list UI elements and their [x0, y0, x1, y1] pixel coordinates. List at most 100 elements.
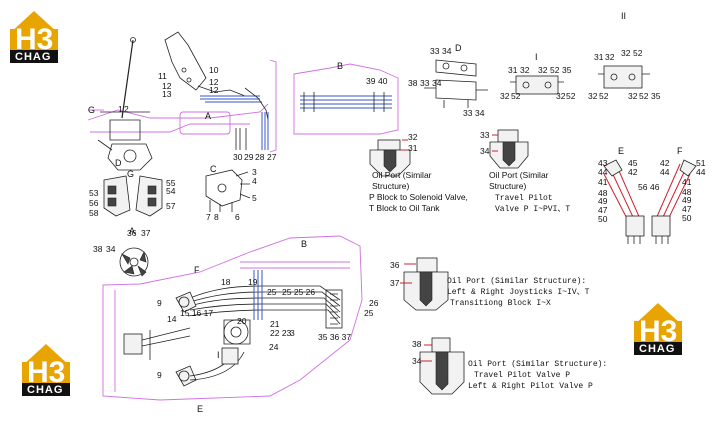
label-7: 7 — [206, 212, 211, 222]
label-5: 5 — [252, 193, 257, 203]
label-9: 9 — [157, 298, 162, 308]
brand-logo-bottom: H3 CHAG — [22, 344, 70, 396]
view-label-B: B — [337, 61, 343, 71]
oil-port-section-4 — [419, 337, 465, 395]
label-52: 52 — [566, 91, 576, 101]
view-label-II: II — [621, 11, 626, 21]
label-43: 43 — [598, 158, 608, 168]
label-20: 20 — [237, 316, 247, 326]
label-44: 44 — [660, 167, 670, 177]
label-32: 32 — [500, 91, 510, 101]
view-a-rotor — [119, 247, 149, 277]
label-56: 56 — [638, 182, 648, 192]
label-38: 38 — [408, 78, 418, 88]
label-34: 34 — [475, 108, 485, 118]
view-label-F: F — [194, 265, 200, 275]
label-38: 38 — [93, 244, 103, 254]
view-label-D: D — [115, 158, 122, 168]
view-e-f-joysticks — [603, 159, 697, 244]
label-13: 13 — [162, 89, 172, 99]
label-35-36-37: 35 36 37 — [318, 332, 351, 342]
label-28: 28 — [255, 152, 265, 162]
note-oil-port-travel-valve: Oil Port (Similar Structure): Travel Pil… — [468, 360, 607, 391]
note3-line1: Oil Port (Similar Structure): — [447, 277, 586, 286]
label-48: 48 — [682, 187, 692, 197]
view-label-F: F — [677, 146, 683, 156]
label-34: 34 — [412, 356, 422, 366]
label-46: 46 — [650, 182, 660, 192]
label-32: 32 — [605, 52, 615, 62]
oil-port-section-2 — [489, 129, 529, 169]
label-32: 32 — [538, 65, 548, 75]
label-12: 12 — [162, 81, 172, 91]
label-4: 4 — [252, 176, 257, 186]
label-32: 32 — [520, 65, 530, 75]
note1-line3: P Block to Solenoid Valve, — [369, 192, 468, 202]
label-42: 42 — [660, 158, 670, 168]
label-50: 50 — [682, 213, 692, 223]
label-49: 49 — [682, 195, 692, 205]
view-label-I: I — [217, 350, 220, 360]
view-label-I: I — [535, 52, 538, 62]
view-d-valve-block — [424, 59, 488, 108]
view-i-manifold — [510, 75, 564, 95]
label-15-16-17: 15 16 17 — [180, 308, 213, 318]
label-38: 38 — [412, 339, 422, 349]
label-34: 34 — [106, 244, 116, 254]
view-label-D: D — [455, 43, 462, 53]
label-41: 41 — [682, 177, 692, 187]
label-37: 37 — [390, 278, 400, 288]
note1-line4: T Block to Oil Tank — [369, 203, 440, 213]
label-50: 50 — [598, 214, 608, 224]
label-56: 56 — [89, 198, 99, 208]
label-52: 52 — [511, 91, 521, 101]
label-35: 35 — [562, 65, 572, 75]
label-33: 33 — [430, 46, 440, 56]
label-33: 33 — [480, 130, 490, 140]
label-29: 29 — [244, 152, 254, 162]
note-oil-port-joysticks: Oil Port (Similar Structure): Left & Rig… — [447, 277, 590, 308]
label-36: 36 — [390, 260, 400, 270]
label-27: 27 — [267, 152, 277, 162]
view-label-G: G — [88, 105, 95, 115]
label-39: 39 — [366, 76, 376, 86]
label-32: 32 — [588, 91, 598, 101]
note2-line4: Valve P I~PVI、T — [495, 205, 570, 214]
label-9: 9 — [157, 370, 162, 380]
label-33: 33 — [420, 78, 430, 88]
note2-line1: Oil Port (Similar — [489, 170, 549, 180]
note4-line2: Travel Pilot Valve P — [474, 371, 570, 380]
oil-port-section-1 — [369, 139, 411, 177]
label-44: 44 — [696, 167, 706, 177]
view-label-B: B — [301, 239, 307, 249]
label-37: 37 — [141, 228, 151, 238]
label-21: 21 — [270, 319, 280, 329]
label-25: 25 — [364, 308, 374, 318]
logo-text: CHAG — [15, 51, 51, 63]
oil-port-section-3 — [400, 257, 449, 311]
label-34: 34 — [480, 146, 490, 156]
label-22-23: 22 23 — [270, 328, 292, 338]
label-47: 47 — [598, 205, 608, 215]
label-32: 32 — [408, 132, 418, 142]
label-58: 58 — [89, 208, 99, 218]
logo-text: CHAG — [639, 343, 675, 355]
label-52: 52 — [599, 91, 609, 101]
logo-text: CHAG — [27, 384, 63, 396]
view-label-C: C — [210, 164, 217, 174]
view-ii-manifold — [598, 65, 650, 89]
view-c-bracket — [205, 169, 251, 212]
label-44: 44 — [598, 167, 608, 177]
label-34: 34 — [432, 78, 442, 88]
view-b-hose-bundle — [293, 63, 399, 135]
label-19: 19 — [248, 277, 258, 287]
brand-logo-right: H3 CHAG — [634, 303, 682, 355]
label-31: 31 — [508, 65, 518, 75]
label-8: 8 — [214, 212, 219, 222]
label-34: 34 — [442, 46, 452, 56]
note3-line2: Left & Right Joysticks I~IV、T — [447, 288, 590, 297]
label-51: 51 — [696, 158, 706, 168]
view-label-E: E — [197, 404, 203, 414]
label-48: 48 — [598, 188, 608, 198]
